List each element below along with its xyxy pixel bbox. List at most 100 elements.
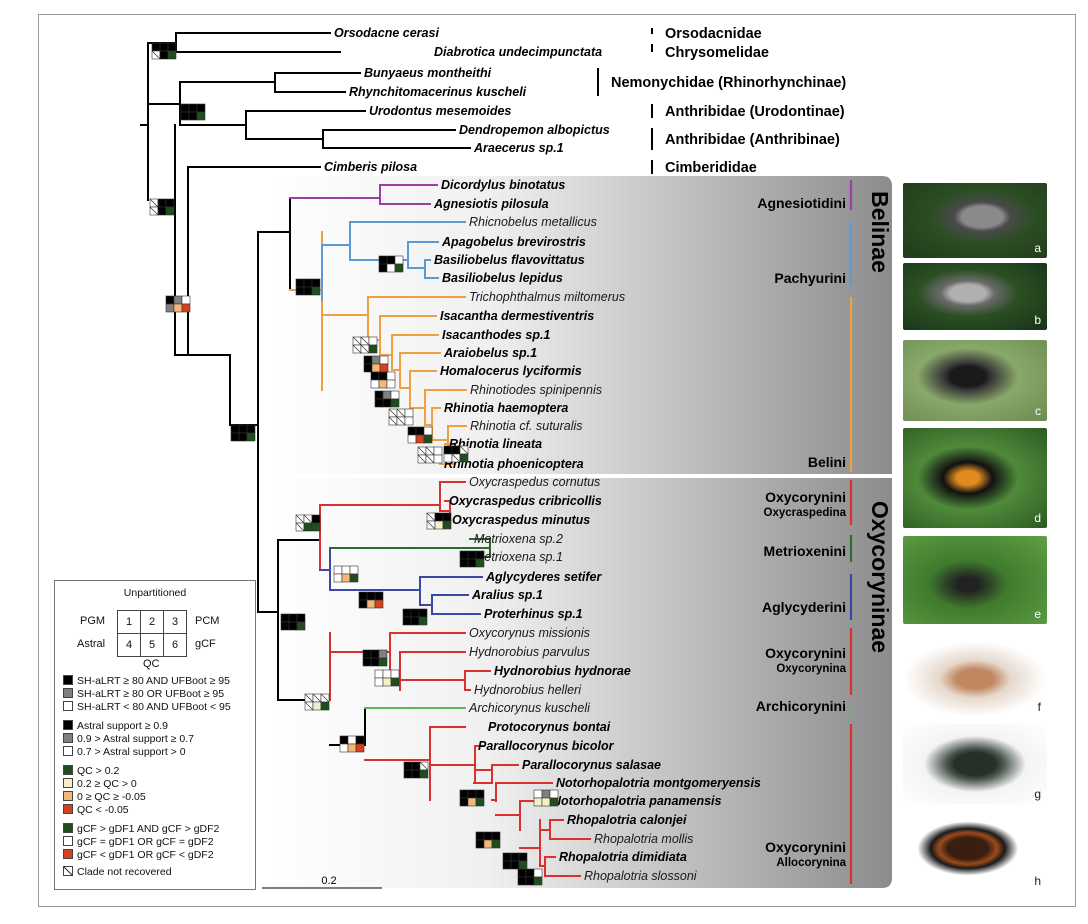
support-cell: [371, 363, 381, 373]
support-cell: [296, 621, 306, 631]
legend-text: 0.7 > Astral support > 0: [77, 746, 186, 758]
taxon-label: Hydnorobius parvulus: [469, 645, 590, 659]
support-cell: [382, 677, 392, 687]
tribe-label: Oxycorynini: [765, 645, 846, 661]
support-cell: [188, 111, 198, 121]
legend-row: 0.9 > Astral support ≥ 0.7: [63, 733, 194, 745]
legend-cell-4: 4: [117, 633, 141, 657]
taxon-label: Archicorynus kuscheli: [468, 701, 591, 715]
support-cell: [390, 669, 400, 679]
legend-row: gCF = gDF1 OR gCF = gDF2: [63, 836, 214, 848]
legend-row: Clade not recovered: [63, 866, 172, 878]
support-cell: [238, 432, 248, 442]
legend-swatch: [63, 746, 73, 756]
support-cell: [370, 657, 380, 667]
specimen-photo-c: c: [903, 340, 1047, 421]
not-recovered-mark: [320, 693, 330, 703]
support-cell: [173, 303, 183, 313]
support-cell: [311, 278, 321, 288]
not-recovered-mark: [396, 408, 406, 418]
support-cell: [362, 649, 372, 659]
support-cell: [483, 839, 493, 849]
legend-swatch: [63, 791, 73, 801]
taxon-label: Rhopalotria dimidiata: [559, 850, 687, 864]
support-cell: [404, 408, 414, 418]
legend-text: 0 ≥ QC ≥ -0.05: [77, 791, 146, 803]
support-cell: [378, 255, 388, 265]
support-cell: [459, 797, 469, 807]
legend-row: 0.7 > Astral support > 0: [63, 746, 186, 758]
support-cell: [339, 743, 349, 753]
support-cell: [374, 669, 384, 679]
taxon-label: Metrioxena sp.2: [474, 532, 563, 546]
family-label: Chrysomelidae: [665, 45, 769, 61]
legend-row: gCF > gDF1 AND gCF > gDF2: [63, 823, 219, 835]
support-cell: [541, 797, 551, 807]
support-cell: [378, 649, 388, 659]
legend-cell-6: 6: [163, 633, 187, 657]
support-cell: [382, 398, 392, 408]
support-cell: [311, 522, 321, 532]
support-cell: [347, 735, 357, 745]
support-cell: [394, 263, 404, 273]
legend-text: QC < -0.05: [77, 804, 129, 816]
support-cell: [459, 453, 469, 463]
taxon-label: Dicordylus binotatus: [441, 178, 565, 192]
not-recovered-mark: [388, 408, 398, 418]
support-cell: [288, 621, 298, 631]
legend-astral-label: Astral: [77, 638, 106, 650]
not-recovered-mark: [459, 445, 469, 455]
support-cell: [443, 453, 453, 463]
taxon-label: Protocorynus bontai: [488, 720, 611, 734]
taxon-label: Urodontus mesemoides: [369, 104, 511, 118]
subfamily-label: Belinae: [867, 191, 893, 273]
taxon-label: Rhopalotria slossoni: [584, 869, 698, 883]
taxon-label: Rhicnobelus metallicus: [469, 215, 597, 229]
support-cell: [533, 797, 543, 807]
support-cell: [386, 379, 396, 389]
not-recovered-mark: [425, 454, 435, 464]
legend-cell-2: 2: [140, 610, 164, 634]
support-cell: [181, 295, 191, 305]
specimen-photo-h: h: [903, 806, 1047, 891]
support-cell: [403, 769, 413, 779]
support-cell: [390, 677, 400, 687]
photo-label: a: [1034, 241, 1041, 255]
legend-text: Clade not recovered: [77, 866, 172, 878]
support-cell: [378, 263, 388, 273]
support-cell: [370, 379, 380, 389]
support-cell: [533, 868, 543, 878]
support-cell: [390, 390, 400, 400]
support-cell: [358, 599, 368, 609]
support-cell: [549, 789, 559, 799]
taxon-label: Orsodacne cerasi: [334, 26, 439, 40]
taxon-label: Notorhopalotria montgomeryensis: [556, 776, 761, 790]
not-recovered-mark: [451, 453, 461, 463]
support-cell: [374, 677, 384, 687]
photo-label: f: [1037, 700, 1041, 714]
specimen-photo-a: a: [903, 183, 1047, 258]
legend-swatch: [63, 804, 73, 814]
support-cell: [311, 286, 321, 296]
support-cell: [358, 591, 368, 601]
legend-row: SH-aLRT ≥ 80 OR UFBoot ≥ 95: [63, 688, 224, 700]
support-cell: [349, 565, 359, 575]
support-cell: [230, 424, 240, 434]
support-cell: [180, 111, 190, 121]
taxon-label: Isacanthodes sp.1: [442, 328, 550, 342]
legend-title: Unpartitioned: [123, 587, 187, 599]
support-cell: [459, 558, 469, 568]
not-recovered-mark: [417, 446, 427, 456]
not-recovered-mark: [388, 416, 398, 426]
support-cell: [541, 789, 551, 799]
support-cell: [433, 454, 443, 464]
support-cell: [378, 657, 388, 667]
support-cell: [370, 649, 380, 659]
support-cell: [491, 839, 501, 849]
support-cell: [366, 599, 376, 609]
taxon-label: Oxycorynus missionis: [469, 626, 590, 640]
legend-swatch: [63, 849, 73, 859]
subtribe-label: Oxycorynina: [776, 663, 846, 675]
legend-text: Astral support ≥ 0.9: [77, 720, 168, 732]
